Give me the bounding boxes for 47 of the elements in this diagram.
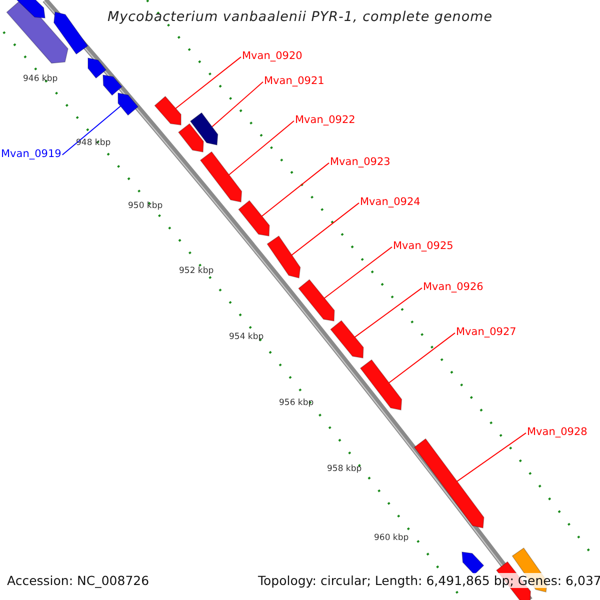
tick-label: 946 kbp bbox=[23, 74, 58, 84]
gene-label: Mvan_0925 bbox=[393, 240, 454, 253]
gene-feature bbox=[266, 235, 301, 278]
footer-text: Accession: NC_008726 bbox=[7, 573, 150, 588]
gene-label: Mvan_0919 bbox=[1, 148, 62, 161]
leader-line bbox=[388, 332, 456, 384]
gene-feature bbox=[190, 112, 218, 146]
gene-feature bbox=[118, 92, 139, 116]
gene-feature bbox=[462, 552, 484, 576]
footer-text: Topology: circular; Length: 6,491,865 bp; Genes: 6,037 bbox=[258, 573, 600, 588]
leader-line bbox=[261, 162, 330, 217]
gene-label: Mvan_0924 bbox=[360, 196, 420, 209]
title: Mycobacterium vanbaalenii PYR-1, complete genome bbox=[106, 9, 494, 25]
leader-line bbox=[228, 120, 294, 176]
gene-feature bbox=[330, 320, 364, 358]
leader-line bbox=[354, 287, 422, 338]
tick-label: 956 kbp bbox=[279, 398, 314, 408]
gene-feature bbox=[178, 123, 204, 152]
leader-line bbox=[291, 202, 360, 256]
tick-label: 960 kbp bbox=[374, 533, 409, 544]
leader-line bbox=[456, 432, 526, 482]
gene-feature bbox=[298, 279, 335, 322]
gene-label: Mvan_0921 bbox=[264, 75, 324, 88]
tick-label: 950 kbp bbox=[128, 201, 163, 212]
gene-label: Mvan_0920 bbox=[242, 50, 302, 63]
gene-feature bbox=[360, 359, 402, 410]
gene-label: Mvan_0927 bbox=[456, 326, 516, 339]
gene-feature bbox=[88, 58, 107, 79]
tick-label: 948 kbp bbox=[76, 138, 111, 148]
gene-label: Mvan_0926 bbox=[423, 281, 484, 294]
gene-feature bbox=[154, 96, 182, 126]
gene-feature bbox=[102, 74, 122, 96]
tick-label: 954 kbp bbox=[229, 332, 264, 342]
gene-feature bbox=[53, 12, 88, 55]
tick-label: 958 kbp bbox=[327, 464, 362, 474]
leader-line bbox=[324, 246, 392, 299]
gene-label: Mvan_0923 bbox=[330, 156, 390, 169]
gene-feature bbox=[238, 200, 270, 236]
gene-feature bbox=[6, 0, 68, 64]
leader-line bbox=[175, 56, 242, 109]
gene-label: Mvan_0928 bbox=[527, 426, 588, 439]
gene-feature bbox=[200, 151, 242, 202]
gene-feature bbox=[414, 438, 484, 528]
gene-label: Mvan_0922 bbox=[295, 114, 356, 127]
leader-line bbox=[212, 81, 264, 128]
leader-line bbox=[62, 106, 121, 156]
tick-label: 952 kbp bbox=[179, 266, 214, 276]
